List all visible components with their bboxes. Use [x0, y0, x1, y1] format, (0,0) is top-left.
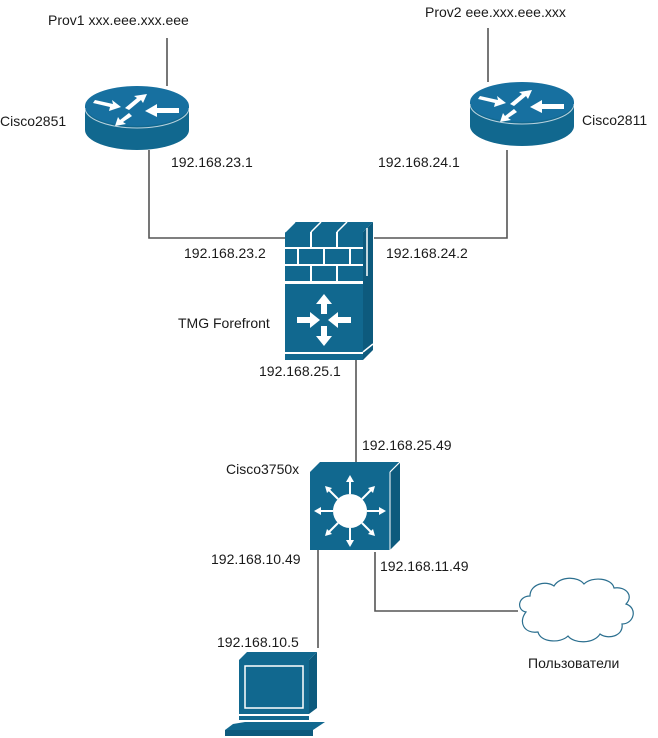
switch-label: Cisco3750x — [226, 461, 300, 477]
link-router1-firewall — [148, 150, 286, 239]
workstation-label: 192.168.10.5 — [217, 634, 299, 650]
interface-ip-label: 192.168.23.1 — [171, 154, 253, 170]
interface-ip-label: 192.168.11.49 — [380, 558, 469, 574]
router-icon[interactable] — [84, 86, 190, 150]
link-switch-cloud — [374, 552, 518, 612]
cloud-label: Пользователи — [528, 655, 620, 671]
provider-label: Prov2 eee.xxx.eee.xxx — [425, 4, 566, 20]
cloud-icon[interactable] — [519, 577, 634, 643]
workstation-icon[interactable] — [225, 652, 325, 736]
router-icon[interactable] — [469, 82, 575, 146]
provider-label: Prov1 xxx.eee.xxx.eee — [48, 12, 189, 28]
router-label: Cisco2811 — [582, 112, 648, 128]
layer3-switch-icon[interactable] — [310, 461, 401, 550]
firewall-icon[interactable] — [284, 221, 374, 360]
interface-ip-label: 192.168.25.1 — [259, 363, 341, 379]
interface-ip-label: 192.168.23.2 — [184, 245, 266, 261]
interface-ip-label: 192.168.24.2 — [386, 245, 468, 261]
interface-ip-label: 192.168.25.49 — [362, 437, 452, 453]
interface-ip-label: 192.168.10.49 — [211, 551, 301, 567]
link-router2-firewall — [374, 150, 508, 239]
interface-ip-label: 192.168.24.1 — [378, 154, 460, 170]
links — [148, 28, 518, 648]
firewall-label: TMG Forefront — [178, 315, 270, 331]
router-label: Cisco2851 — [0, 113, 67, 129]
